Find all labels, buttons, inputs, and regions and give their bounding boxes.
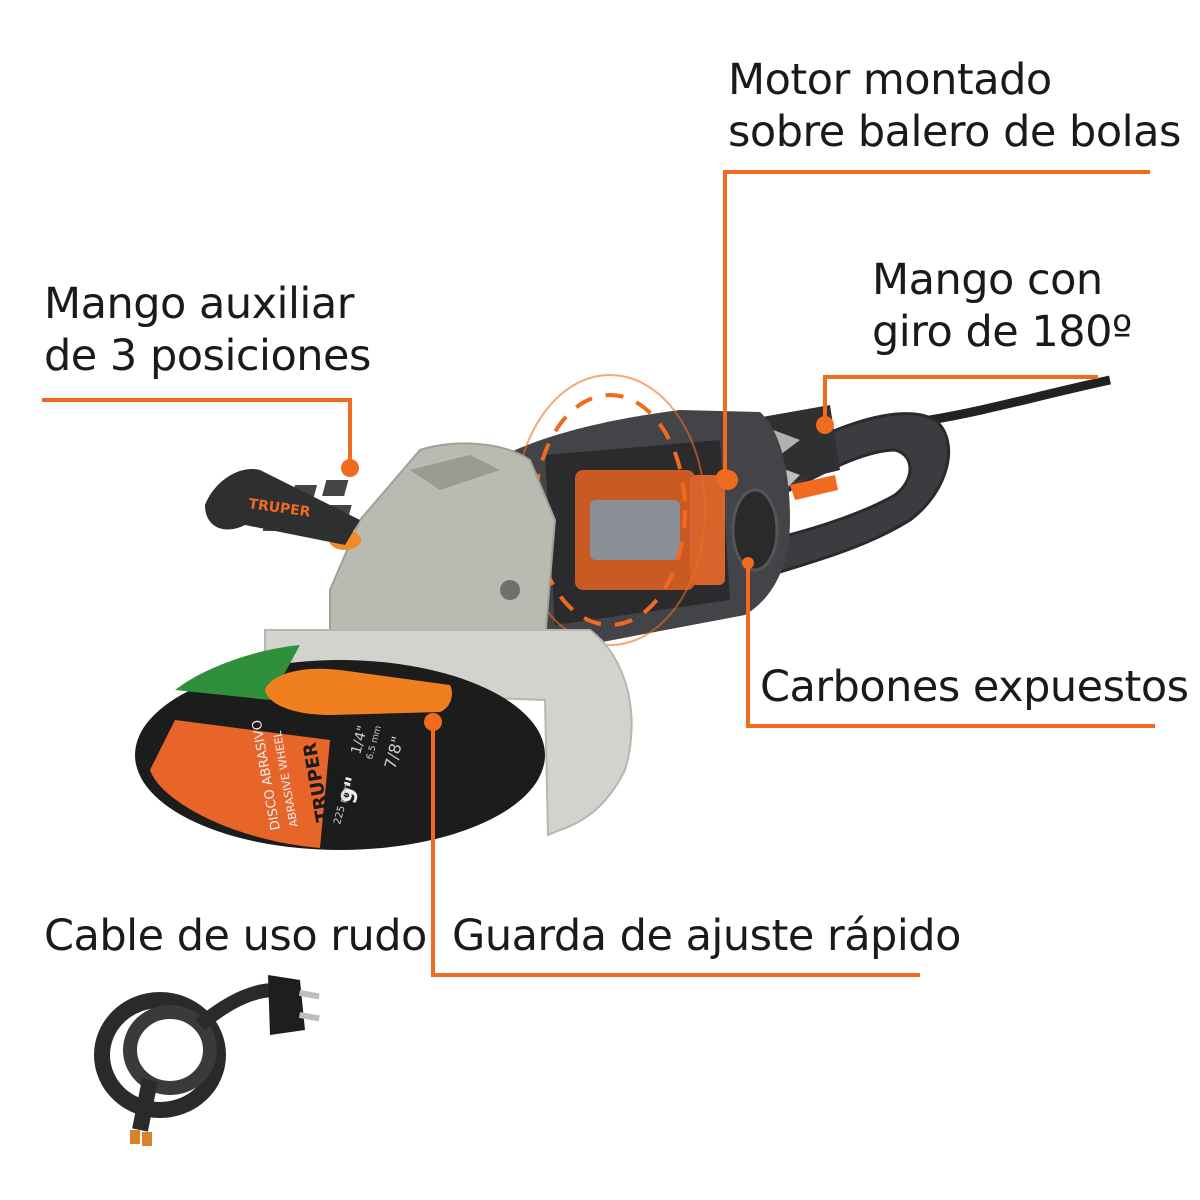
plug-icon — [268, 975, 305, 1035]
callout-guard-line1: Guarda de ajuste rápido — [452, 911, 961, 961]
handle-accent — [790, 475, 838, 500]
callout-motor-line2: sobre balero de bolas — [728, 107, 1181, 157]
brush-cap — [731, 488, 779, 572]
vent-slot — [322, 480, 349, 496]
power-cord — [929, 375, 1111, 425]
power-cord-coil — [94, 975, 320, 1146]
callout-aux-handle-line1: Mango auxiliar — [44, 279, 354, 329]
auxiliary-handle — [205, 469, 360, 545]
callout-line-motor — [723, 170, 1150, 475]
motor-armature — [590, 500, 680, 560]
callout-rotating-handle-line2: giro de 180º — [872, 307, 1132, 357]
disc-thickness-text: 1/4" — [348, 724, 371, 756]
callout-cable-line1: Cable de uso rudo — [44, 911, 427, 961]
callout-brushes: Carbones expuestos — [760, 661, 1189, 713]
guard-lever — [265, 668, 452, 715]
callout-rotating-handle: Mango con giro de 180º — [872, 254, 1132, 358]
callout-motor: Motor montado sobre balero de bolas — [728, 54, 1181, 158]
disc-label — [150, 720, 330, 848]
callout-motor-line1: Motor montado — [728, 55, 1052, 105]
callout-line-aux-handle — [42, 398, 352, 465]
callout-aux-handle-line2: de 3 posiciones — [44, 331, 371, 381]
callout-lines — [42, 170, 1155, 977]
callout-aux-handle: Mango auxiliar de 3 posiciones — [44, 278, 371, 382]
callout-cable: Cable de uso rudo — [44, 910, 427, 962]
callout-line-guard — [431, 725, 920, 977]
callout-line-brushes — [746, 563, 1155, 728]
callout-line-rotating-handle — [823, 375, 1098, 420]
gear-head-top — [410, 455, 500, 490]
aux-handle-socket — [500, 580, 520, 600]
callout-rotating-handle-line1: Mango con — [872, 255, 1103, 305]
callout-brushes-line1: Carbones expuestos — [760, 662, 1189, 712]
callout-guard: Guarda de ajuste rápido — [452, 910, 961, 962]
